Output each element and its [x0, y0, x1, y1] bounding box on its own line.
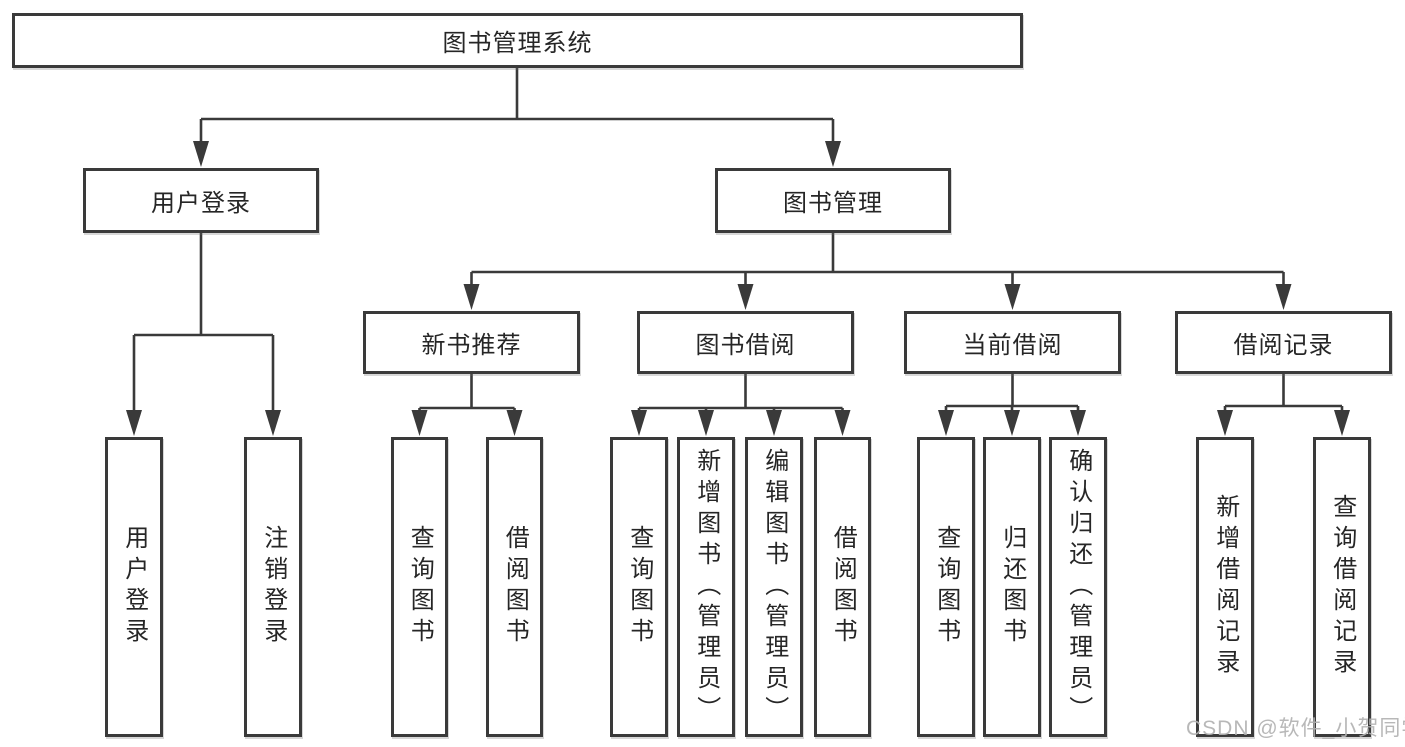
- leaf-current-query-book: 查询图书: [917, 437, 975, 737]
- leaf-current-return-book: 归还图书: [983, 437, 1041, 737]
- leaf-borrowing-edit-book-admin: 编辑图书（管理员）: [745, 437, 803, 737]
- node-borrowing-records: 借阅记录: [1175, 311, 1392, 374]
- node-label: 查询图书: [932, 525, 960, 649]
- node-label: 借阅图书: [501, 525, 529, 649]
- node-user-login: 用户登录: [83, 168, 319, 233]
- node-library-system: 图书管理系统: [12, 13, 1023, 68]
- node-book-borrowing: 图书借阅: [637, 311, 854, 374]
- node-label: 用户登录: [120, 525, 148, 649]
- leaf-recommend-query-book: 查询图书: [391, 437, 448, 737]
- node-label: 借阅图书: [829, 525, 857, 649]
- node-label: 查询图书: [406, 525, 434, 649]
- watermark: CSDN @软件_小贺同学: [1186, 717, 1405, 740]
- node-label: 新书推荐: [421, 332, 522, 359]
- leaf-recommend-borrow-book: 借阅图书: [486, 437, 543, 737]
- node-book-management: 图书管理: [715, 168, 951, 233]
- leaf-user-login: 用户登录: [105, 437, 163, 737]
- node-label: 编辑图书（管理员）: [760, 447, 788, 727]
- node-label: 图书借阅: [695, 332, 796, 359]
- node-label: 借阅记录: [1233, 332, 1334, 359]
- leaf-records-add-borrow-record: 新增借阅记录: [1196, 437, 1254, 737]
- node-label: 新增借阅记录: [1211, 494, 1239, 680]
- node-label: 注销登录: [259, 525, 287, 649]
- leaf-current-confirm-return-admin: 确认归还（管理员）: [1049, 437, 1107, 737]
- node-label: 查询借阅记录: [1328, 494, 1356, 680]
- node-label: 归还图书: [998, 525, 1026, 649]
- leaf-borrowing-borrow-book: 借阅图书: [814, 437, 871, 737]
- node-label: 确认归还（管理员）: [1064, 447, 1092, 727]
- node-label: 新增图书（管理员）: [692, 447, 720, 727]
- node-current-borrowing: 当前借阅: [904, 311, 1121, 374]
- node-label: 图书管理: [783, 190, 883, 217]
- node-label: 查询图书: [625, 525, 653, 649]
- leaf-borrowing-query-book: 查询图书: [610, 437, 668, 737]
- leaf-logout: 注销登录: [244, 437, 302, 737]
- node-label: 用户登录: [151, 190, 251, 217]
- node-label: 图书管理系统: [442, 30, 593, 57]
- leaf-borrowing-add-book-admin: 新增图书（管理员）: [677, 437, 735, 737]
- node-new-book-recommendation: 新书推荐: [363, 311, 580, 374]
- node-label: 当前借阅: [962, 332, 1063, 359]
- leaf-records-query-borrow-record: 查询借阅记录: [1313, 437, 1371, 737]
